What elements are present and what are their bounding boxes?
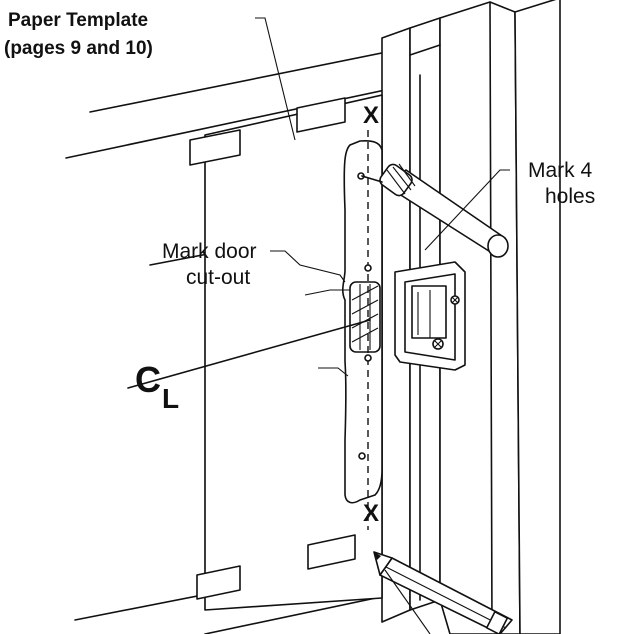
- tape-strips: [189, 97, 356, 600]
- paper-template-sheet: [204, 94, 383, 611]
- door-cutout: [349, 281, 381, 353]
- template-pages-label: (pages 9 and 10): [4, 38, 153, 59]
- leader-lines: [255, 17, 510, 634]
- mark-cutout-label-line2: cut-out: [186, 266, 250, 289]
- mark-holes-label-line2: holes: [545, 185, 595, 208]
- x-mark-bottom: X: [363, 500, 379, 527]
- mark-cutout-label-line1: Mark door: [162, 240, 257, 263]
- x-mark-top: X: [363, 102, 379, 129]
- mark-holes-label-line1: Mark 4: [528, 159, 593, 182]
- centerline-leader: [127, 319, 371, 389]
- awl-tool: [361, 163, 509, 258]
- template-title-label: Paper Template: [8, 10, 148, 31]
- pencil-tool: [373, 551, 513, 634]
- centerline-symbol-l: L: [162, 383, 179, 414]
- hole-marks: [357, 172, 372, 460]
- centerline-symbol-c: C: [135, 359, 161, 400]
- latch-assembly: [394, 261, 466, 371]
